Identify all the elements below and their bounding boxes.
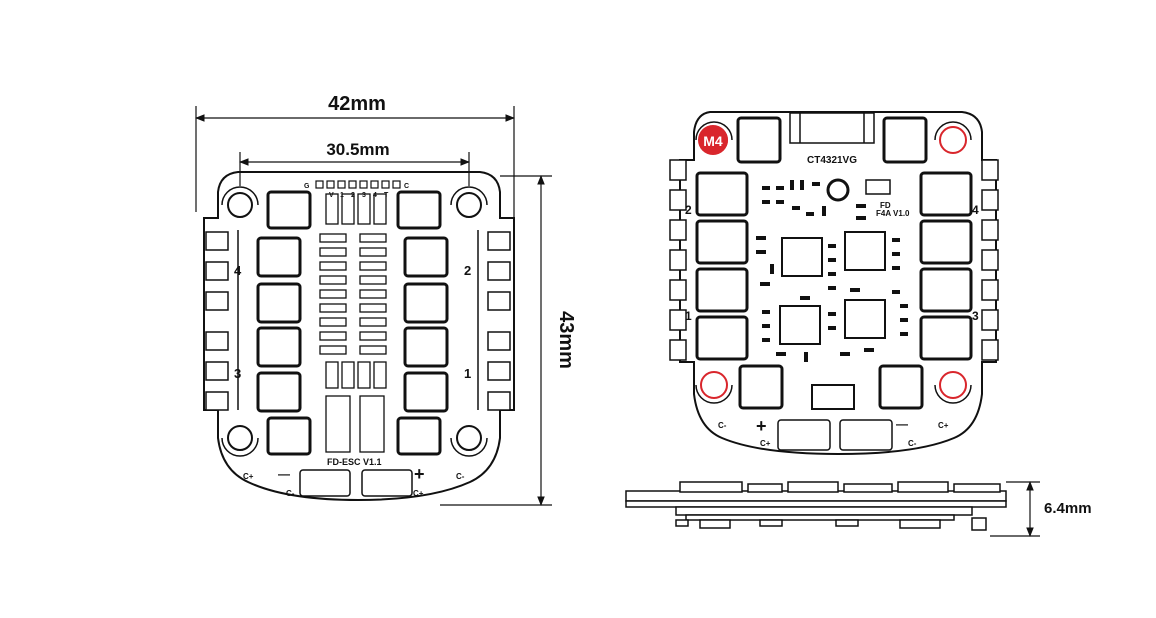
dimension-lines-esc [195, 106, 552, 506]
fc-chips [779, 178, 891, 410]
fc-board-label-line1: FD [880, 201, 891, 210]
fc-motor-number-3: 3 [972, 309, 979, 323]
fc-plus-sign: + [756, 416, 767, 436]
esc-cplus-left: C+ [243, 472, 254, 481]
fc-small-components [756, 180, 908, 362]
esc-pad-label-c: C [404, 183, 409, 190]
esc-mount-holes [221, 186, 488, 457]
fc-connector [789, 112, 875, 144]
fc-side-pads [669, 159, 999, 361]
esc-pad-label-4: 4 [373, 192, 377, 199]
fc-cminus-left: C- [718, 421, 727, 430]
dimension-width-outer: 42mm [328, 93, 386, 115]
esc-pad-label-3: 3 [362, 192, 366, 199]
fc-cplus-right: C+ [938, 421, 949, 430]
esc-plus-sign: + [414, 464, 425, 484]
fc-motor-number-4: 4 [972, 203, 979, 217]
fc-minus-sign: — [896, 417, 908, 431]
fc-motor-number-2: 2 [685, 203, 692, 217]
fc-power-pads [777, 419, 893, 451]
fc-cplus-left: C+ [760, 439, 771, 448]
esc-cplus-right: C+ [413, 489, 424, 498]
esc-pad-label-v: V [329, 192, 334, 199]
fc-cminus-right: C- [908, 439, 917, 448]
esc-minus-sign: — [278, 467, 290, 481]
esc-pad-label-1: 1 [340, 192, 344, 199]
fc-motor-number-1: 1 [685, 309, 692, 323]
dimension-thickness: 6.4mm [1044, 500, 1092, 517]
dimension-height: 43mm [555, 311, 577, 369]
esc-motor-number-1: 1 [464, 366, 471, 381]
esc-pad-label-g: G [304, 183, 310, 190]
esc-motor-number-2: 2 [464, 263, 471, 278]
fc-motor-badge-circle [698, 125, 728, 155]
fc-connector-label: CT4321VG [807, 155, 857, 166]
esc-cminus-right: C- [456, 472, 465, 481]
esc-center-components [319, 193, 387, 453]
dimension-lines-thickness [990, 481, 1040, 537]
fc-board-label-line2: F4A V1.0 [876, 209, 910, 218]
fc-board [669, 111, 999, 456]
dimension-width-mount: 30.5mm [326, 140, 389, 159]
esc-signal-pads [315, 180, 401, 189]
fc-mount-hole-outer-rings [695, 121, 972, 404]
esc-pad-label-t: T [384, 192, 389, 199]
stack-side-view [625, 481, 1007, 531]
fc-motor-badge: M4 [703, 133, 723, 149]
esc-pad-label-2: 2 [351, 192, 355, 199]
fc-mosfets [695, 116, 973, 410]
esc-motor-pads [205, 230, 511, 411]
esc-board [203, 171, 515, 502]
esc-power-pads [299, 469, 413, 497]
esc-cminus-left: C- [286, 489, 295, 498]
esc-motor-number-4: 4 [234, 263, 242, 278]
esc-motor-number-3: 3 [234, 366, 241, 381]
esc-mosfets [256, 190, 449, 456]
esc-name-label: FD-ESC V1.1 [327, 457, 382, 467]
